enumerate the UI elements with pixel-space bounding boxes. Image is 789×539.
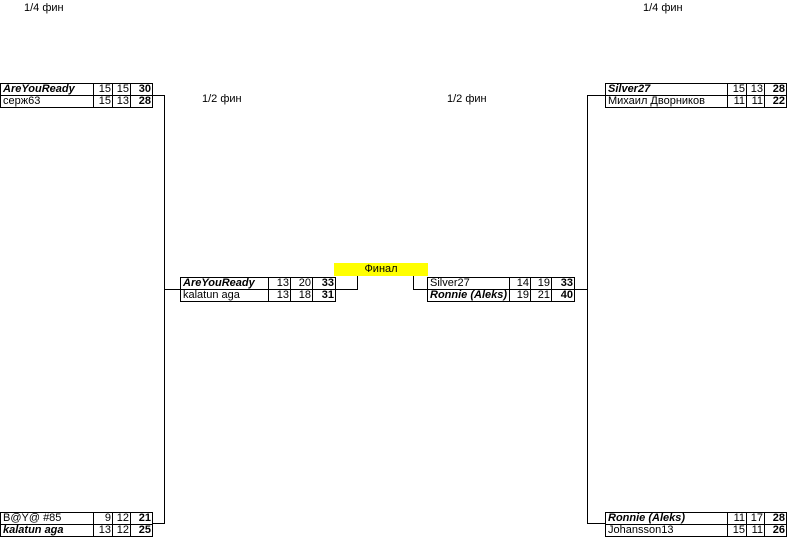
bracket-connector xyxy=(587,95,588,524)
final-label: Финал xyxy=(334,263,428,276)
set-score: 13 xyxy=(268,289,291,302)
total-score: 22 xyxy=(764,95,787,108)
match-qf-top-right: Silver27 15 13 28 Михаил Дворников 11 11… xyxy=(605,83,787,108)
set-score: 19 xyxy=(509,289,531,302)
total-score: 40 xyxy=(551,289,575,302)
match-row: AreYouReady 15 15 30 xyxy=(0,83,153,96)
final-connector xyxy=(413,276,414,290)
player-name: kalatun aga xyxy=(180,289,269,302)
set-score: 19 xyxy=(530,277,552,290)
player-name: Silver27 xyxy=(605,83,728,96)
match-row: B@Y@ #85 9 12 21 xyxy=(0,512,153,525)
set-score: 15 xyxy=(727,83,747,96)
total-score: 33 xyxy=(312,277,336,290)
bracket-connector xyxy=(574,289,587,290)
player-name: AreYouReady xyxy=(180,277,269,290)
bracket-connector xyxy=(587,95,605,96)
set-score: 15 xyxy=(93,95,113,108)
player-name: Johansson13 xyxy=(605,524,728,537)
total-score: 28 xyxy=(764,512,787,525)
set-score: 20 xyxy=(290,277,313,290)
set-score: 13 xyxy=(746,83,765,96)
match-row: AreYouReady 13 20 33 xyxy=(180,277,336,290)
total-score: 28 xyxy=(130,95,153,108)
set-score: 13 xyxy=(112,95,131,108)
match-sf-left: AreYouReady 13 20 33 kalatun aga 13 18 3… xyxy=(180,277,336,302)
set-score: 13 xyxy=(93,524,113,537)
set-score: 11 xyxy=(746,95,765,108)
quarterfinal-label-left: 1/4 фин xyxy=(24,2,64,14)
final-connector xyxy=(413,289,427,290)
player-name: B@Y@ #85 xyxy=(0,512,94,525)
match-row: Михаил Дворников 11 11 22 xyxy=(605,95,787,108)
bracket-connector xyxy=(587,523,605,524)
total-score: 30 xyxy=(130,83,153,96)
player-name: kalatun aga xyxy=(0,524,94,537)
match-row: Johansson13 15 11 26 xyxy=(605,524,787,537)
match-sf-right: Silver27 14 19 33 Ronnie (Aleks) 19 21 4… xyxy=(427,277,575,302)
set-score: 12 xyxy=(112,524,131,537)
match-row: серж63 15 13 28 xyxy=(0,95,153,108)
total-score: 21 xyxy=(130,512,153,525)
set-score: 14 xyxy=(509,277,531,290)
player-name: Ronnie (Aleks) xyxy=(427,289,510,302)
total-score: 33 xyxy=(551,277,575,290)
set-score: 9 xyxy=(93,512,113,525)
player-name: AreYouReady xyxy=(0,83,94,96)
set-score: 15 xyxy=(727,524,747,537)
player-name: Михаил Дворников xyxy=(605,95,728,108)
set-score: 17 xyxy=(746,512,765,525)
total-score: 28 xyxy=(764,83,787,96)
match-qf-top-left: AreYouReady 15 15 30 серж63 15 13 28 xyxy=(0,83,153,108)
set-score: 13 xyxy=(268,277,291,290)
bracket-connector xyxy=(164,95,165,524)
bracket-connector xyxy=(164,289,180,290)
match-qf-bottom-right: Ronnie (Aleks) 11 17 28 Johansson13 15 1… xyxy=(605,512,787,537)
total-score: 31 xyxy=(312,289,336,302)
final-connector xyxy=(357,276,358,290)
player-name: серж63 xyxy=(0,95,94,108)
set-score: 21 xyxy=(530,289,552,302)
player-name: Silver27 xyxy=(427,277,510,290)
set-score: 15 xyxy=(112,83,131,96)
set-score: 18 xyxy=(290,289,313,302)
quarterfinal-label-right: 1/4 фин xyxy=(643,2,683,14)
set-score: 15 xyxy=(93,83,113,96)
match-row: Silver27 14 19 33 xyxy=(427,277,575,290)
final-connector xyxy=(335,289,357,290)
total-score: 25 xyxy=(130,524,153,537)
set-score: 11 xyxy=(746,524,765,537)
bracket-connector xyxy=(152,523,164,524)
match-row: Silver27 15 13 28 xyxy=(605,83,787,96)
set-score: 11 xyxy=(727,512,747,525)
match-row: kalatun aga 13 12 25 xyxy=(0,524,153,537)
player-name: Ronnie (Aleks) xyxy=(605,512,728,525)
set-score: 11 xyxy=(727,95,747,108)
semifinal-label-left: 1/2 фин xyxy=(202,93,242,105)
semifinal-label-right: 1/2 фин xyxy=(447,93,487,105)
bracket-connector xyxy=(152,95,164,96)
total-score: 26 xyxy=(764,524,787,537)
set-score: 12 xyxy=(112,512,131,525)
match-qf-bottom-left: B@Y@ #85 9 12 21 kalatun aga 13 12 25 xyxy=(0,512,153,537)
match-row: Ronnie (Aleks) 19 21 40 xyxy=(427,289,575,302)
match-row: kalatun aga 13 18 31 xyxy=(180,289,336,302)
match-row: Ronnie (Aleks) 11 17 28 xyxy=(605,512,787,525)
